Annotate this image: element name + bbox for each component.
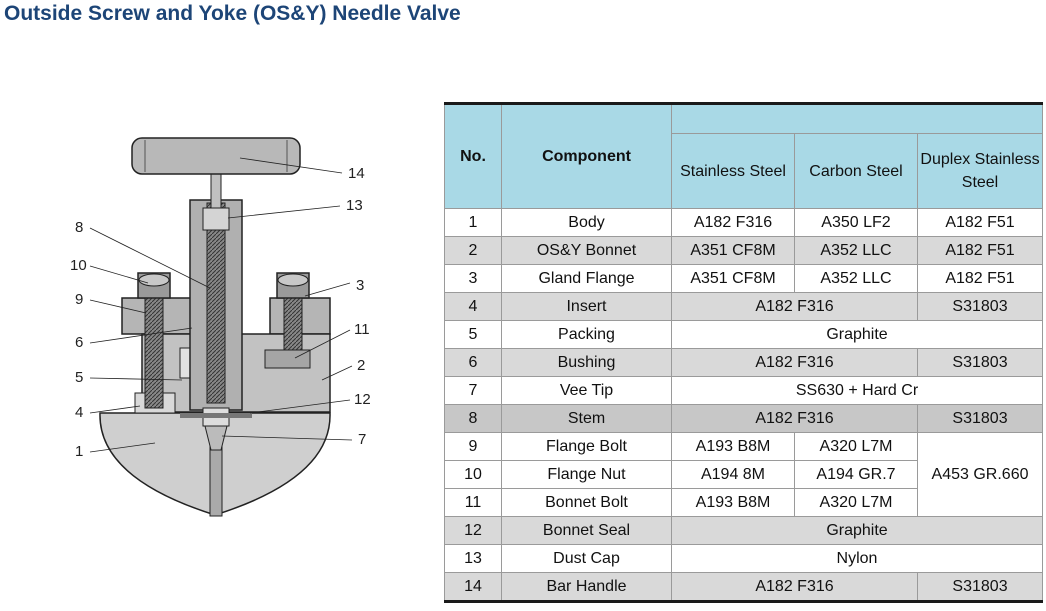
row-no: 7	[444, 376, 502, 405]
callout-3: 3	[356, 277, 364, 294]
row-component: Bar Handle	[501, 572, 672, 602]
table-row: 7 Vee Tip SS630 + Hard Cr	[444, 376, 1044, 405]
row-component: Flange Nut	[501, 460, 672, 489]
row-carbon: A194 GR.7	[794, 460, 918, 489]
row-component: OS&Y Bonnet	[501, 236, 672, 265]
header-carbon-steel: Carbon Steel	[794, 133, 918, 209]
table-row: 8 Stem A182 F316 S31803	[444, 404, 1044, 433]
row-stainless: A351 CF8M	[671, 264, 795, 293]
table-row: 11 Bonnet Bolt A193 B8M A320 L7M	[444, 488, 1043, 517]
row-component: Body	[501, 208, 672, 237]
callout-5: 5	[75, 369, 83, 386]
row-no: 2	[444, 236, 502, 265]
row-no: 8	[444, 404, 502, 433]
row-duplex: A182 F51	[916, 264, 1044, 293]
row-no: 3	[444, 264, 502, 293]
callout-2: 2	[357, 357, 365, 374]
row-component: Flange Bolt	[501, 432, 672, 461]
row-stainless-carbon: A182 F316	[671, 404, 918, 433]
header-component: Component	[501, 103, 672, 209]
row-no: 1	[444, 208, 502, 237]
row-carbon: A320 L7M	[794, 488, 918, 517]
row-stainless-carbon: A182 F316	[671, 348, 918, 377]
row-component: Stem	[501, 404, 672, 433]
merged-duplex-value: A453 GR.660	[931, 466, 1029, 483]
row-component: Packing	[501, 320, 672, 349]
row-carbon: A320 L7M	[794, 432, 918, 461]
header-materials-spacer	[670, 103, 1044, 134]
callout-4: 4	[75, 404, 83, 421]
row-stainless: A193 B8M	[671, 488, 795, 517]
row-component: Insert	[501, 292, 672, 321]
table-row: 4 Insert A182 F316 S31803	[444, 292, 1044, 321]
row-carbon: A350 LF2	[794, 208, 918, 237]
bar-handle-shape	[131, 137, 301, 175]
row-no: 6	[444, 348, 502, 377]
row-stainless: A182 F316	[671, 208, 795, 237]
row-component: Vee Tip	[501, 376, 672, 405]
page-title: Outside Screw and Yoke (OS&Y) Needle Val…	[4, 2, 461, 25]
callout-9: 9	[75, 291, 83, 308]
callout-1: 1	[75, 443, 83, 460]
callout-6: 6	[75, 334, 83, 351]
table-row: 9 Flange Bolt A193 B8M A320 L7M A453 GR.…	[444, 432, 1044, 517]
table-row: 6 Bushing A182 F316 S31803	[444, 348, 1044, 377]
row-no: 9	[444, 432, 502, 461]
row-duplex: S31803	[916, 572, 1044, 602]
row-no: 10	[444, 460, 502, 489]
table-row: 1 Body A182 F316 A350 LF2 A182 F51	[444, 208, 1044, 237]
row-duplex: S31803	[916, 348, 1044, 377]
row-duplex: A182 F51	[916, 208, 1044, 237]
row-no: 5	[444, 320, 502, 349]
header-duplex-stainless-steel: Duplex Stainless Steel	[916, 133, 1044, 209]
callout-14: 14	[348, 165, 365, 182]
row-no: 4	[444, 292, 502, 321]
row-component: Dust Cap	[501, 544, 672, 573]
table-row: 12 Bonnet Seal Graphite	[444, 516, 1044, 545]
callout-12: 12	[354, 391, 371, 408]
callout-8: 8	[75, 219, 83, 236]
row-duplex: A182 F51	[916, 236, 1044, 265]
row-no: 12	[444, 516, 502, 545]
row-component: Bonnet Seal	[501, 516, 672, 545]
row-all-materials: Graphite	[670, 320, 1044, 349]
row-carbon: A352 LLC	[794, 236, 918, 265]
header-no: No.	[444, 103, 502, 209]
table-row: 3 Gland Flange A351 CF8M A352 LLC A182 F…	[444, 264, 1044, 293]
row-duplex-merged: A453 GR.660	[916, 432, 1044, 517]
row-stainless-carbon: A182 F316	[671, 572, 918, 602]
callout-13: 13	[346, 197, 363, 214]
row-component: Gland Flange	[501, 264, 672, 293]
row-stainless-carbon: A182 F316	[671, 292, 918, 321]
row-all-materials: Graphite	[670, 516, 1044, 545]
row-no: 13	[444, 544, 502, 573]
header-stainless-steel: Stainless Steel	[671, 133, 795, 209]
table-row: 2 OS&Y Bonnet A351 CF8M A352 LLC A182 F5…	[444, 236, 1044, 265]
table-row: 5 Packing Graphite	[444, 320, 1044, 349]
table-row: 13 Dust Cap Nylon	[444, 544, 1044, 573]
row-duplex: S31803	[916, 292, 1044, 321]
row-duplex: S31803	[916, 404, 1044, 433]
row-component: Bushing	[501, 348, 672, 377]
callout-11: 11	[354, 321, 370, 338]
materials-table: No. Component Stainless Steel Carbon Ste…	[444, 102, 1044, 603]
table-row: 10 Flange Nut A194 8M A194 GR.7	[444, 460, 1043, 489]
table-row: 14 Bar Handle A182 F316 S31803	[444, 572, 1044, 602]
row-all-materials: Nylon	[670, 544, 1044, 573]
row-stainless: A193 B8M	[671, 432, 795, 461]
valve-cross-section: 14 13 8 10 9 6 5 4 1 3 11 2 12 7	[70, 137, 371, 517]
row-no: 14	[444, 572, 502, 602]
row-stainless: A194 8M	[671, 460, 795, 489]
row-all-materials: SS630 + Hard Cr	[670, 376, 1044, 405]
row-carbon: A352 LLC	[794, 264, 918, 293]
callout-10: 10	[70, 257, 87, 274]
callout-7: 7	[358, 431, 366, 448]
row-no: 11	[444, 488, 502, 517]
row-component: Bonnet Bolt	[501, 488, 672, 517]
valve-diagram: 14 13 8 10 9 6 5 4 1 3 11 2 12 7	[60, 118, 390, 543]
row-stainless: A351 CF8M	[671, 236, 795, 265]
